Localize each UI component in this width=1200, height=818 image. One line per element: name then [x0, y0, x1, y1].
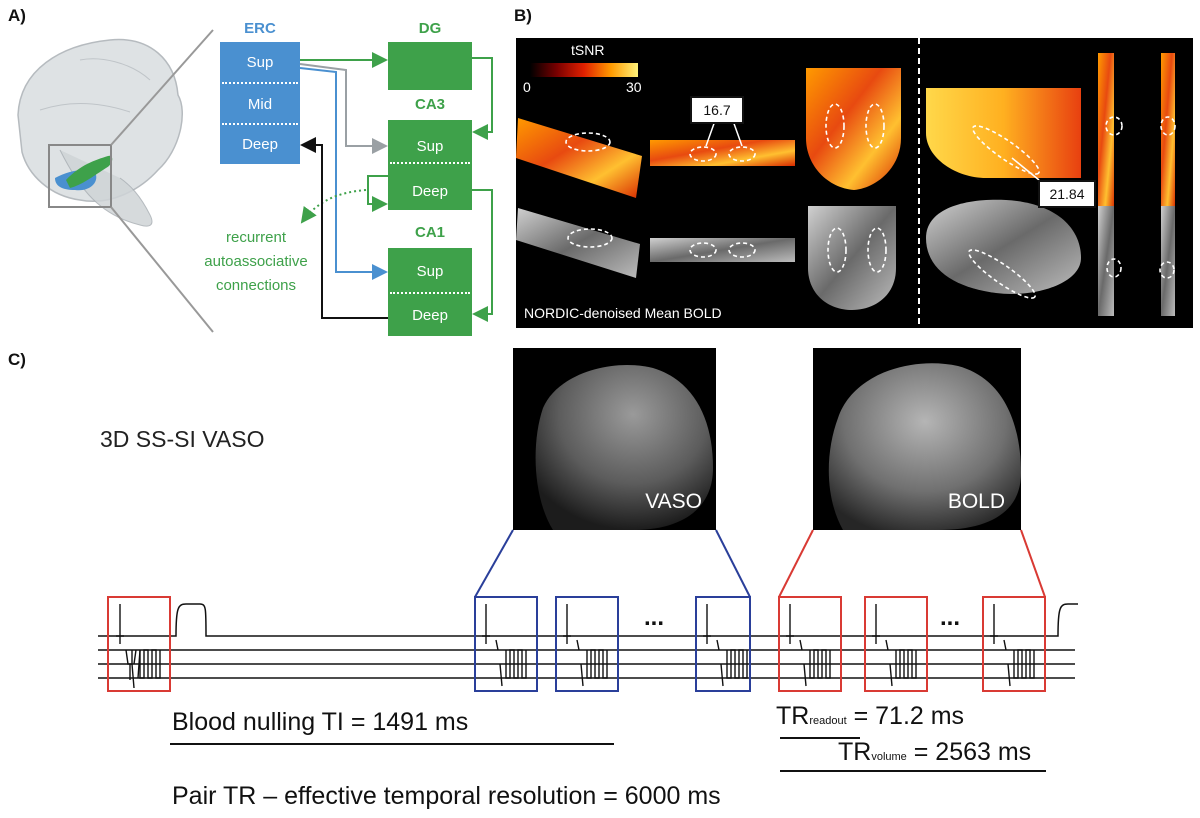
tr-readout-prefix: TR [776, 702, 809, 730]
tr-volume-value: = 2563 ms [907, 738, 1031, 766]
blood-nulling-ti: Blood nulling TI = 1491 ms [172, 708, 468, 737]
tr-readout: TRreadout = 71.2 ms [776, 702, 964, 731]
tr-volume-sub: volume [871, 751, 906, 763]
tr-readout-value: = 71.2 ms [847, 702, 964, 730]
vaso-ellipsis: ... [644, 604, 664, 632]
pair-tr: Pair TR – effective temporal resolution … [172, 782, 721, 811]
tr-volume-prefix: TR [838, 738, 871, 766]
tr-readout-sub: readout [809, 715, 846, 727]
bold-ellipsis: ... [940, 604, 960, 632]
tr-volume: TRvolume = 2563 ms [838, 738, 1031, 767]
